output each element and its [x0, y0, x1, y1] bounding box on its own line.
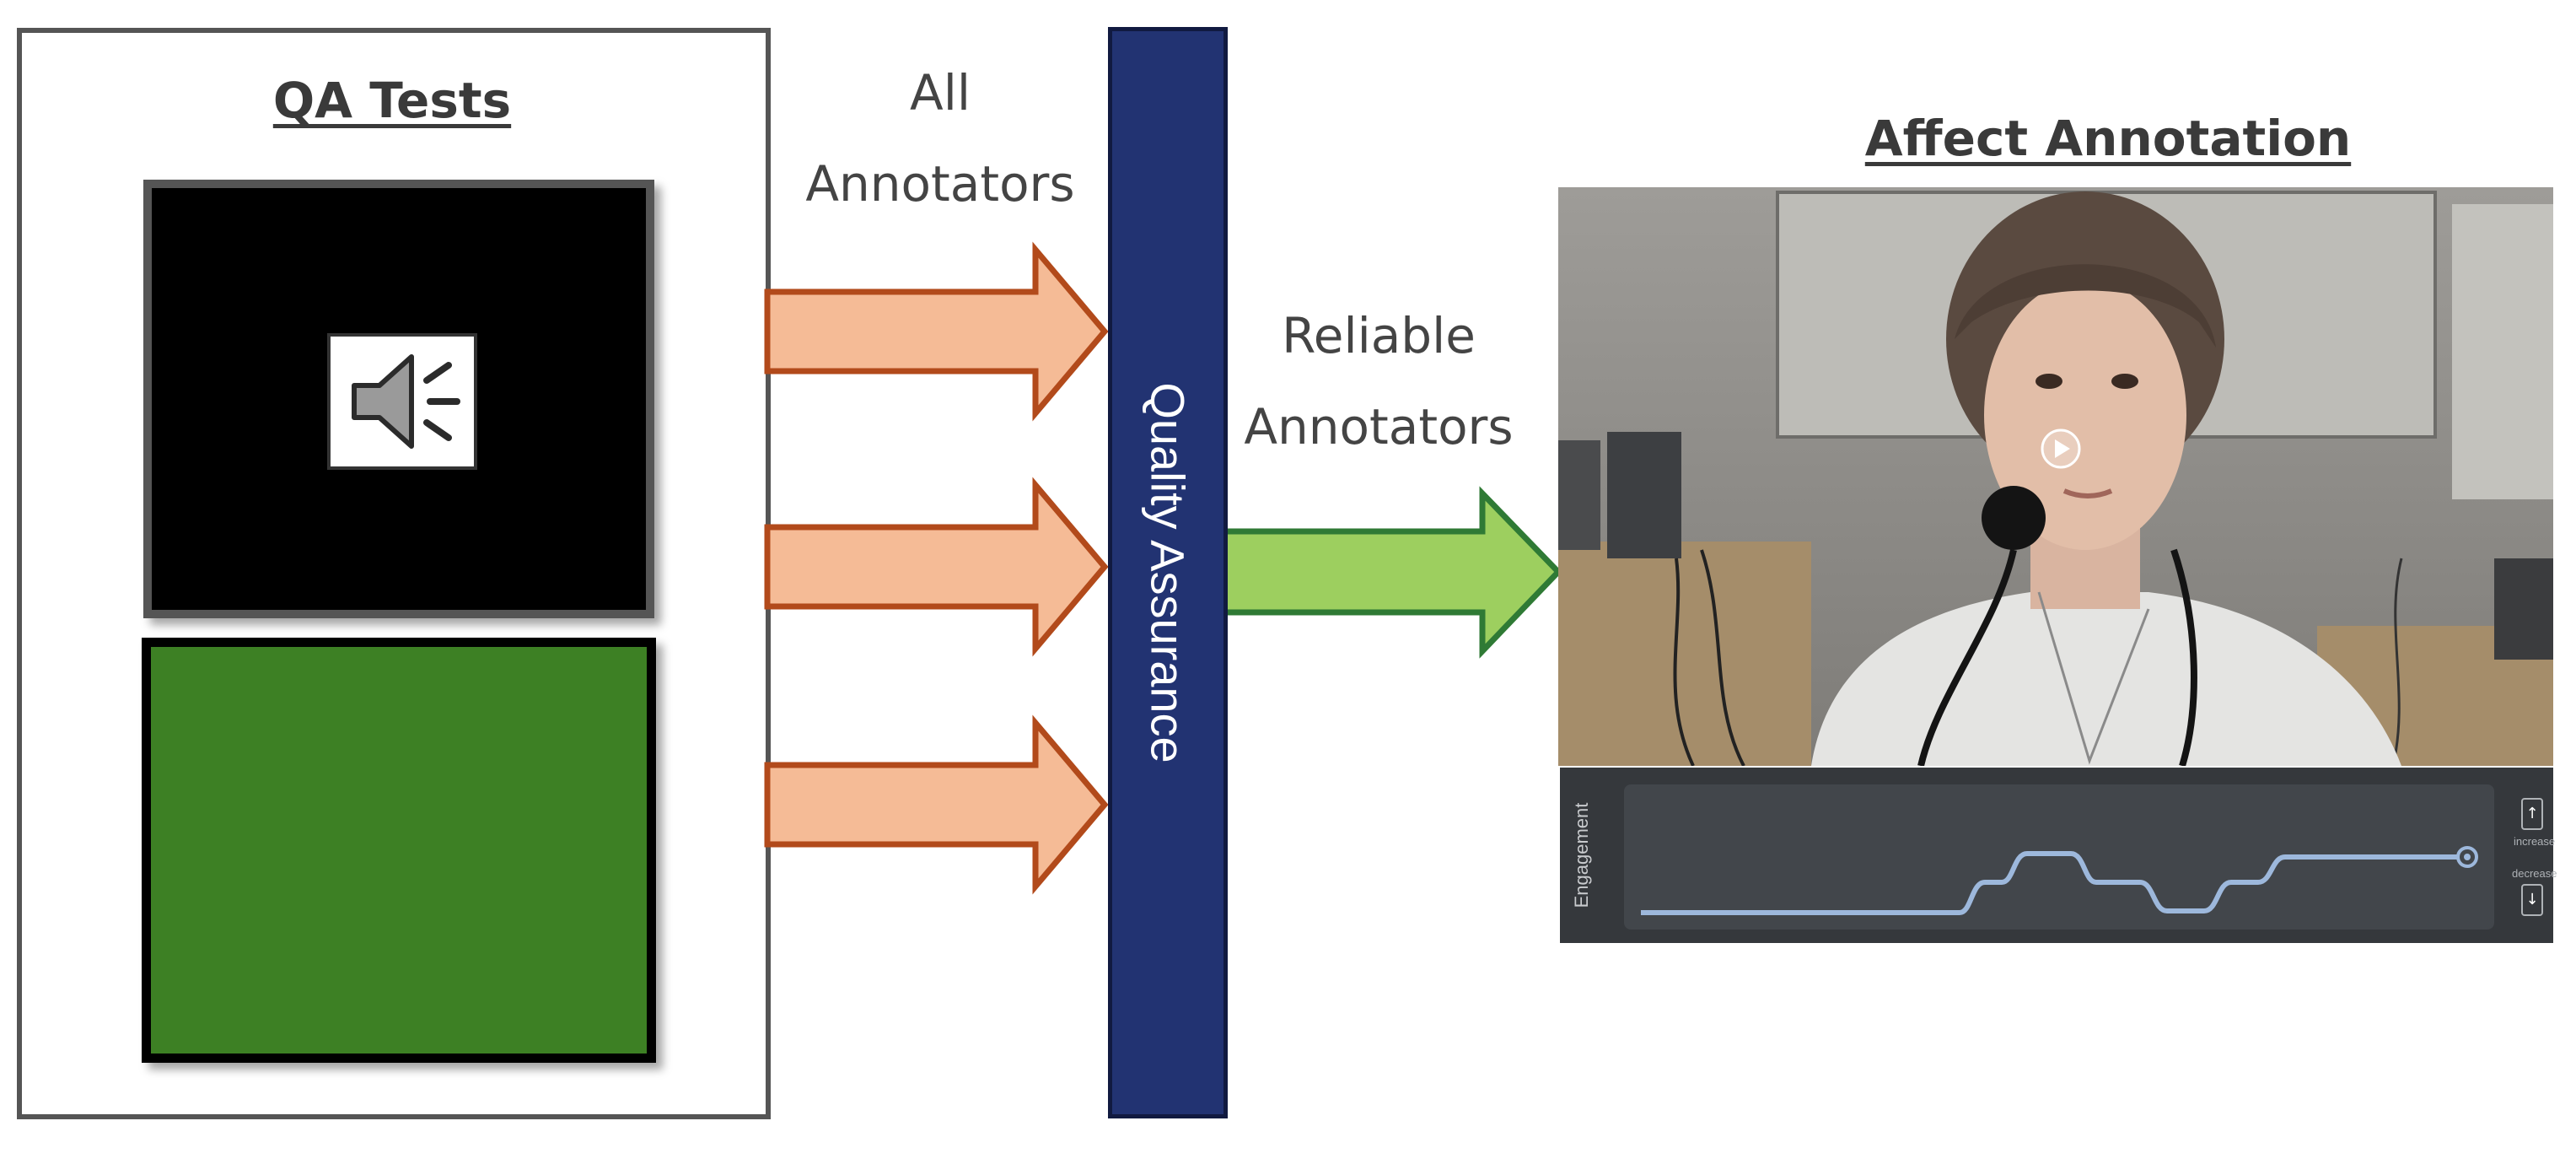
reliable-annotators-label: Reliable Annotators	[1240, 290, 1518, 472]
annotation-strip: Engagement ↑ increase decrease ↓	[1560, 768, 2557, 943]
quality-assurance-bar: Quality Assurance	[1108, 27, 1228, 1118]
visual-test-tile	[142, 638, 656, 1063]
video-frame	[1558, 187, 2553, 766]
microphone	[1982, 486, 2046, 550]
decrease-label: decrease	[2512, 867, 2557, 880]
desk-left	[1558, 542, 1811, 766]
person-shirt	[1811, 592, 2401, 766]
all-annotators-label: All Annotators	[801, 47, 1079, 229]
arrow-up-icon[interactable]: ↑	[2521, 798, 2543, 830]
output-arrow	[1221, 486, 1562, 659]
qa-tests-title: QA Tests	[272, 72, 512, 129]
all-label-line1: All	[910, 64, 971, 121]
arrow-down-icon[interactable]: ↓	[2521, 884, 2543, 916]
engagement-trace-line	[1641, 851, 2459, 915]
quality-assurance-label: Quality Assurance	[1141, 382, 1195, 763]
engagement-label: Engagement	[1571, 802, 1592, 908]
play-icon	[2041, 428, 2081, 469]
engagement-trace-area	[1624, 784, 2494, 930]
trace-cursor	[2456, 846, 2478, 868]
computer-tower	[1607, 432, 1681, 558]
all-label-line2: Annotators	[805, 155, 1075, 213]
input-arrow-1	[764, 241, 1109, 422]
audio-test-tile	[143, 180, 654, 618]
person-face	[1984, 280, 2186, 550]
input-arrow-3	[764, 714, 1109, 895]
increase-label: increase	[2514, 835, 2556, 848]
speaker-icon	[327, 333, 477, 470]
affect-annotation-title: Affect Annotation	[1864, 110, 2352, 167]
reliable-label-line1: Reliable	[1282, 307, 1476, 364]
input-arrow-2	[764, 477, 1109, 657]
reliable-label-line2: Annotators	[1244, 398, 1514, 455]
